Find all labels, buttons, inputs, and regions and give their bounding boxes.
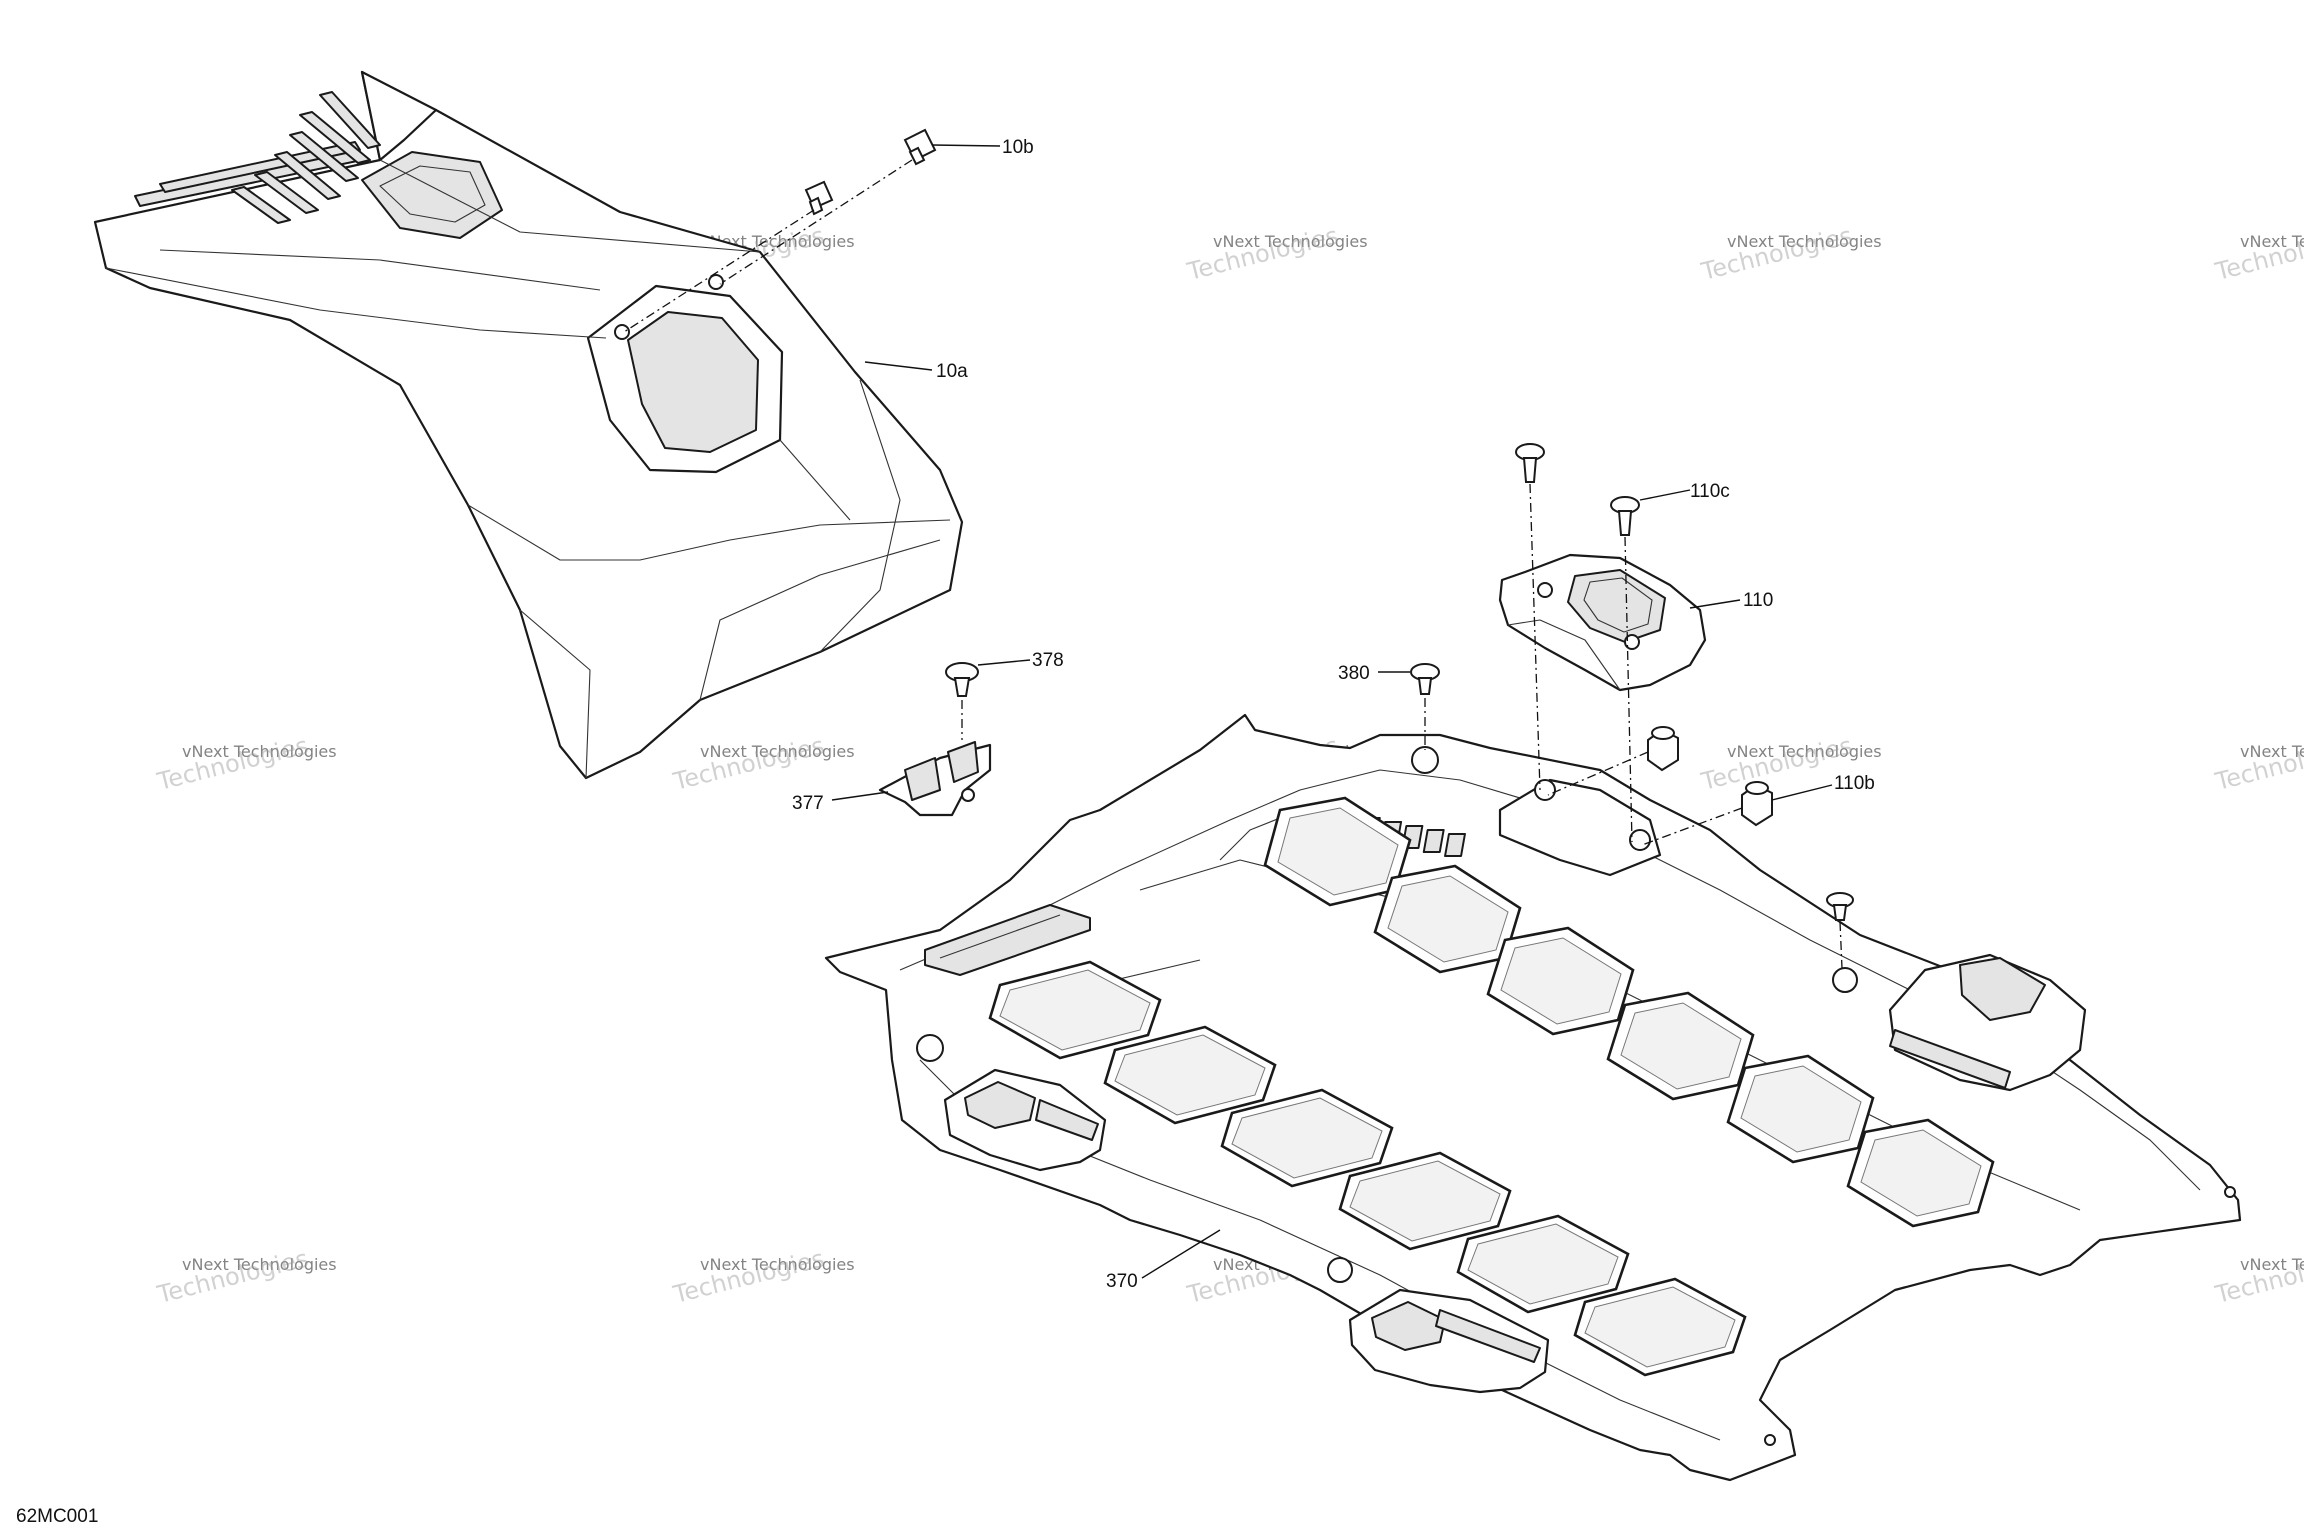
watermark-r1c3: vNext Technologies Technologies [1184, 221, 1368, 286]
watermark-text: vNext Technologies [2240, 742, 2304, 761]
watermark-text: vNext Technologies [700, 742, 855, 761]
callout-378: 378 [1032, 650, 1064, 671]
skid-plate-mount-left [943, 1068, 1107, 1172]
callouts: 10b 10a 110c 110 378 380 377 110b 370 [792, 137, 1875, 1292]
cover-hole-right [708, 274, 724, 290]
skid-plate-pads [988, 796, 1995, 1377]
watermark-text: vNext Technologies [2240, 1255, 2304, 1274]
skid-plate-front-slot [924, 904, 1091, 976]
dash-110b-upper [1547, 751, 1649, 796]
skid-plate-mount-front [1348, 1288, 1550, 1394]
fastener-110b-upper [1647, 726, 1679, 772]
skid-plate-hole-110-a [1534, 779, 1556, 801]
watermark-r1c4: vNext Technologies Technologies [1698, 221, 1882, 286]
skid-plate-hole-left [916, 1034, 944, 1062]
watermark-text: vNext Technologies [182, 1255, 337, 1274]
fastener-378 [945, 662, 979, 697]
fastener-110c-left [1515, 443, 1545, 483]
watermark-r2c2: vNext Technologies Technologies [670, 731, 855, 796]
callout-110c: 110c [1690, 481, 1730, 502]
handle-hole-left [1537, 582, 1553, 598]
skid-plate-hole-corner [2224, 1186, 2236, 1198]
callout-10a: 10a [936, 361, 968, 382]
dash-10b-upper [719, 159, 913, 285]
part-370-skid-plate [824, 713, 2242, 1482]
fastener-rear-rivet [1826, 892, 1854, 921]
watermark-text: vNext Technologies [1727, 742, 1882, 761]
callout-110b: 110b [1834, 773, 1875, 794]
skid-plate-hole-110-b [1629, 829, 1651, 851]
watermark-r3c2: vNext Technologies Technologies [670, 1244, 855, 1309]
part-10a-cover [93, 70, 964, 780]
callout-110: 110 [1743, 590, 1773, 611]
handle-grip-recess [1567, 569, 1666, 643]
watermark-text: vNext Technologies [1727, 232, 1882, 251]
skid-plate-outline [824, 713, 2242, 1482]
dash-110c-left [1529, 483, 1541, 791]
fastener-110c-right [1610, 496, 1640, 536]
skid-plate-hole-rear [1832, 967, 1858, 993]
watermark-text: vNext Technologies [182, 742, 337, 761]
fastener-110b-lower [1741, 781, 1773, 827]
cover-top-ridge [360, 70, 438, 162]
skid-plate-hole-corner-2 [1764, 1434, 1776, 1446]
watermark-r3c1: vNext Technologies Technologies [154, 1244, 337, 1309]
fastener-10b-lower [804, 180, 834, 216]
callout-370: 370 [1106, 1271, 1138, 1292]
skid-plate-hole-380 [1411, 746, 1439, 774]
fastener-380 [1410, 663, 1440, 695]
watermark-r2c1: vNext Technologies Technologies [154, 731, 337, 796]
watermark-r3c5: vNext Technologies Technologies [2212, 1244, 2304, 1309]
dash-rear-rivet [1839, 921, 1843, 969]
watermark-r2c5: vNext Technologies Technologies [2212, 731, 2304, 796]
watermark-text: vNext Technologies [1213, 232, 1368, 251]
figure-reference: 62MC001 [16, 1506, 98, 1527]
skid-plate-vent-block [1498, 778, 1662, 877]
dash-110c-right [1624, 536, 1633, 843]
handle-hole-right [1624, 634, 1640, 650]
cover-hole-left [614, 324, 630, 340]
skid-plate-hole-front [1327, 1257, 1353, 1283]
cover-grille [134, 91, 381, 224]
part-110-handle [1498, 553, 1707, 692]
clamp-hole [961, 788, 975, 802]
cover-handle-recess [627, 311, 759, 453]
part-377-clamp [878, 741, 992, 817]
watermark-text: vNext Technologies [2240, 232, 2304, 251]
fastener-10b-upper [903, 128, 937, 166]
callout-380: 380 [1338, 663, 1370, 684]
watermark-text: vNext Technologies [700, 1255, 855, 1274]
callout-10b: 10b [1002, 137, 1034, 158]
callout-377: 377 [792, 793, 824, 814]
skid-plate-mount-right [1888, 953, 2087, 1092]
watermark-r1c5: vNext Technologies Technologies [2212, 221, 2304, 286]
cover-upper-recess [361, 151, 503, 239]
